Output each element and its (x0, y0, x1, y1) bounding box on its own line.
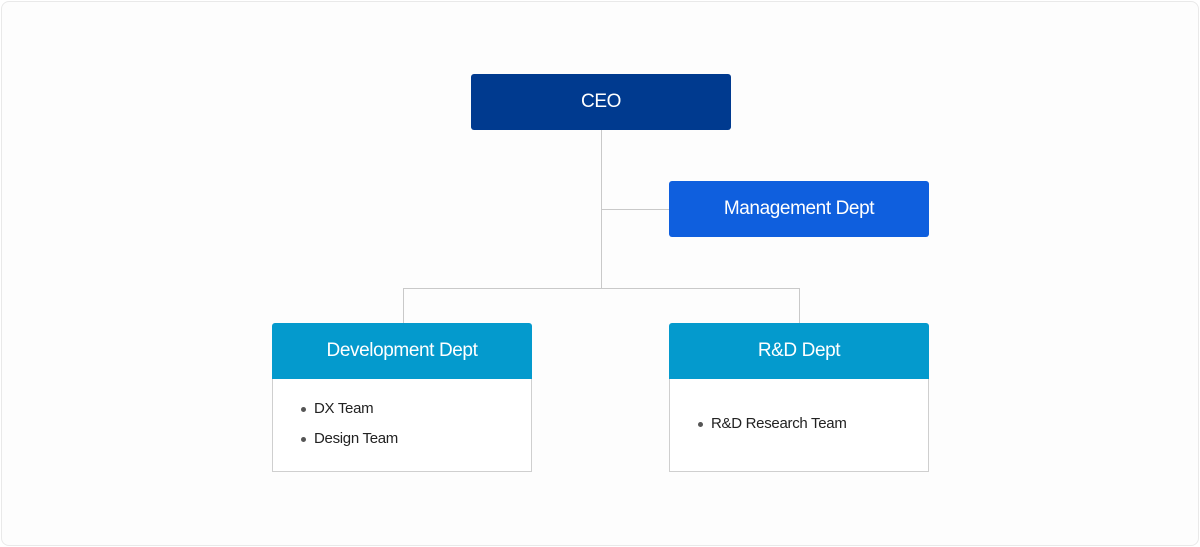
development-team-list: DX Team Design Team (301, 399, 398, 459)
team-item-rnd-research: R&D Research Team (698, 414, 847, 444)
management-dept-box: Management Dept (669, 181, 929, 237)
rnd-team-list: R&D Research Team (698, 414, 847, 444)
connector-departments-horizontal (403, 288, 800, 289)
rnd-teams-box: R&D Research Team (669, 379, 929, 472)
development-dept-label: Development Dept (326, 340, 478, 361)
team-item-design: Design Team (301, 429, 398, 459)
connector-management (601, 209, 669, 210)
development-teams-box: DX Team Design Team (272, 379, 532, 472)
connector-development (403, 288, 404, 323)
development-dept-box: Development Dept (272, 323, 532, 379)
rnd-dept-box: R&D Dept (669, 323, 929, 379)
connector-rnd (799, 288, 800, 323)
rnd-dept-label: R&D Dept (757, 340, 841, 361)
ceo-box: CEO (471, 74, 731, 130)
ceo-label: CEO (581, 91, 621, 112)
team-item-dx: DX Team (301, 399, 398, 429)
management-dept-label: Management Dept (723, 198, 875, 219)
